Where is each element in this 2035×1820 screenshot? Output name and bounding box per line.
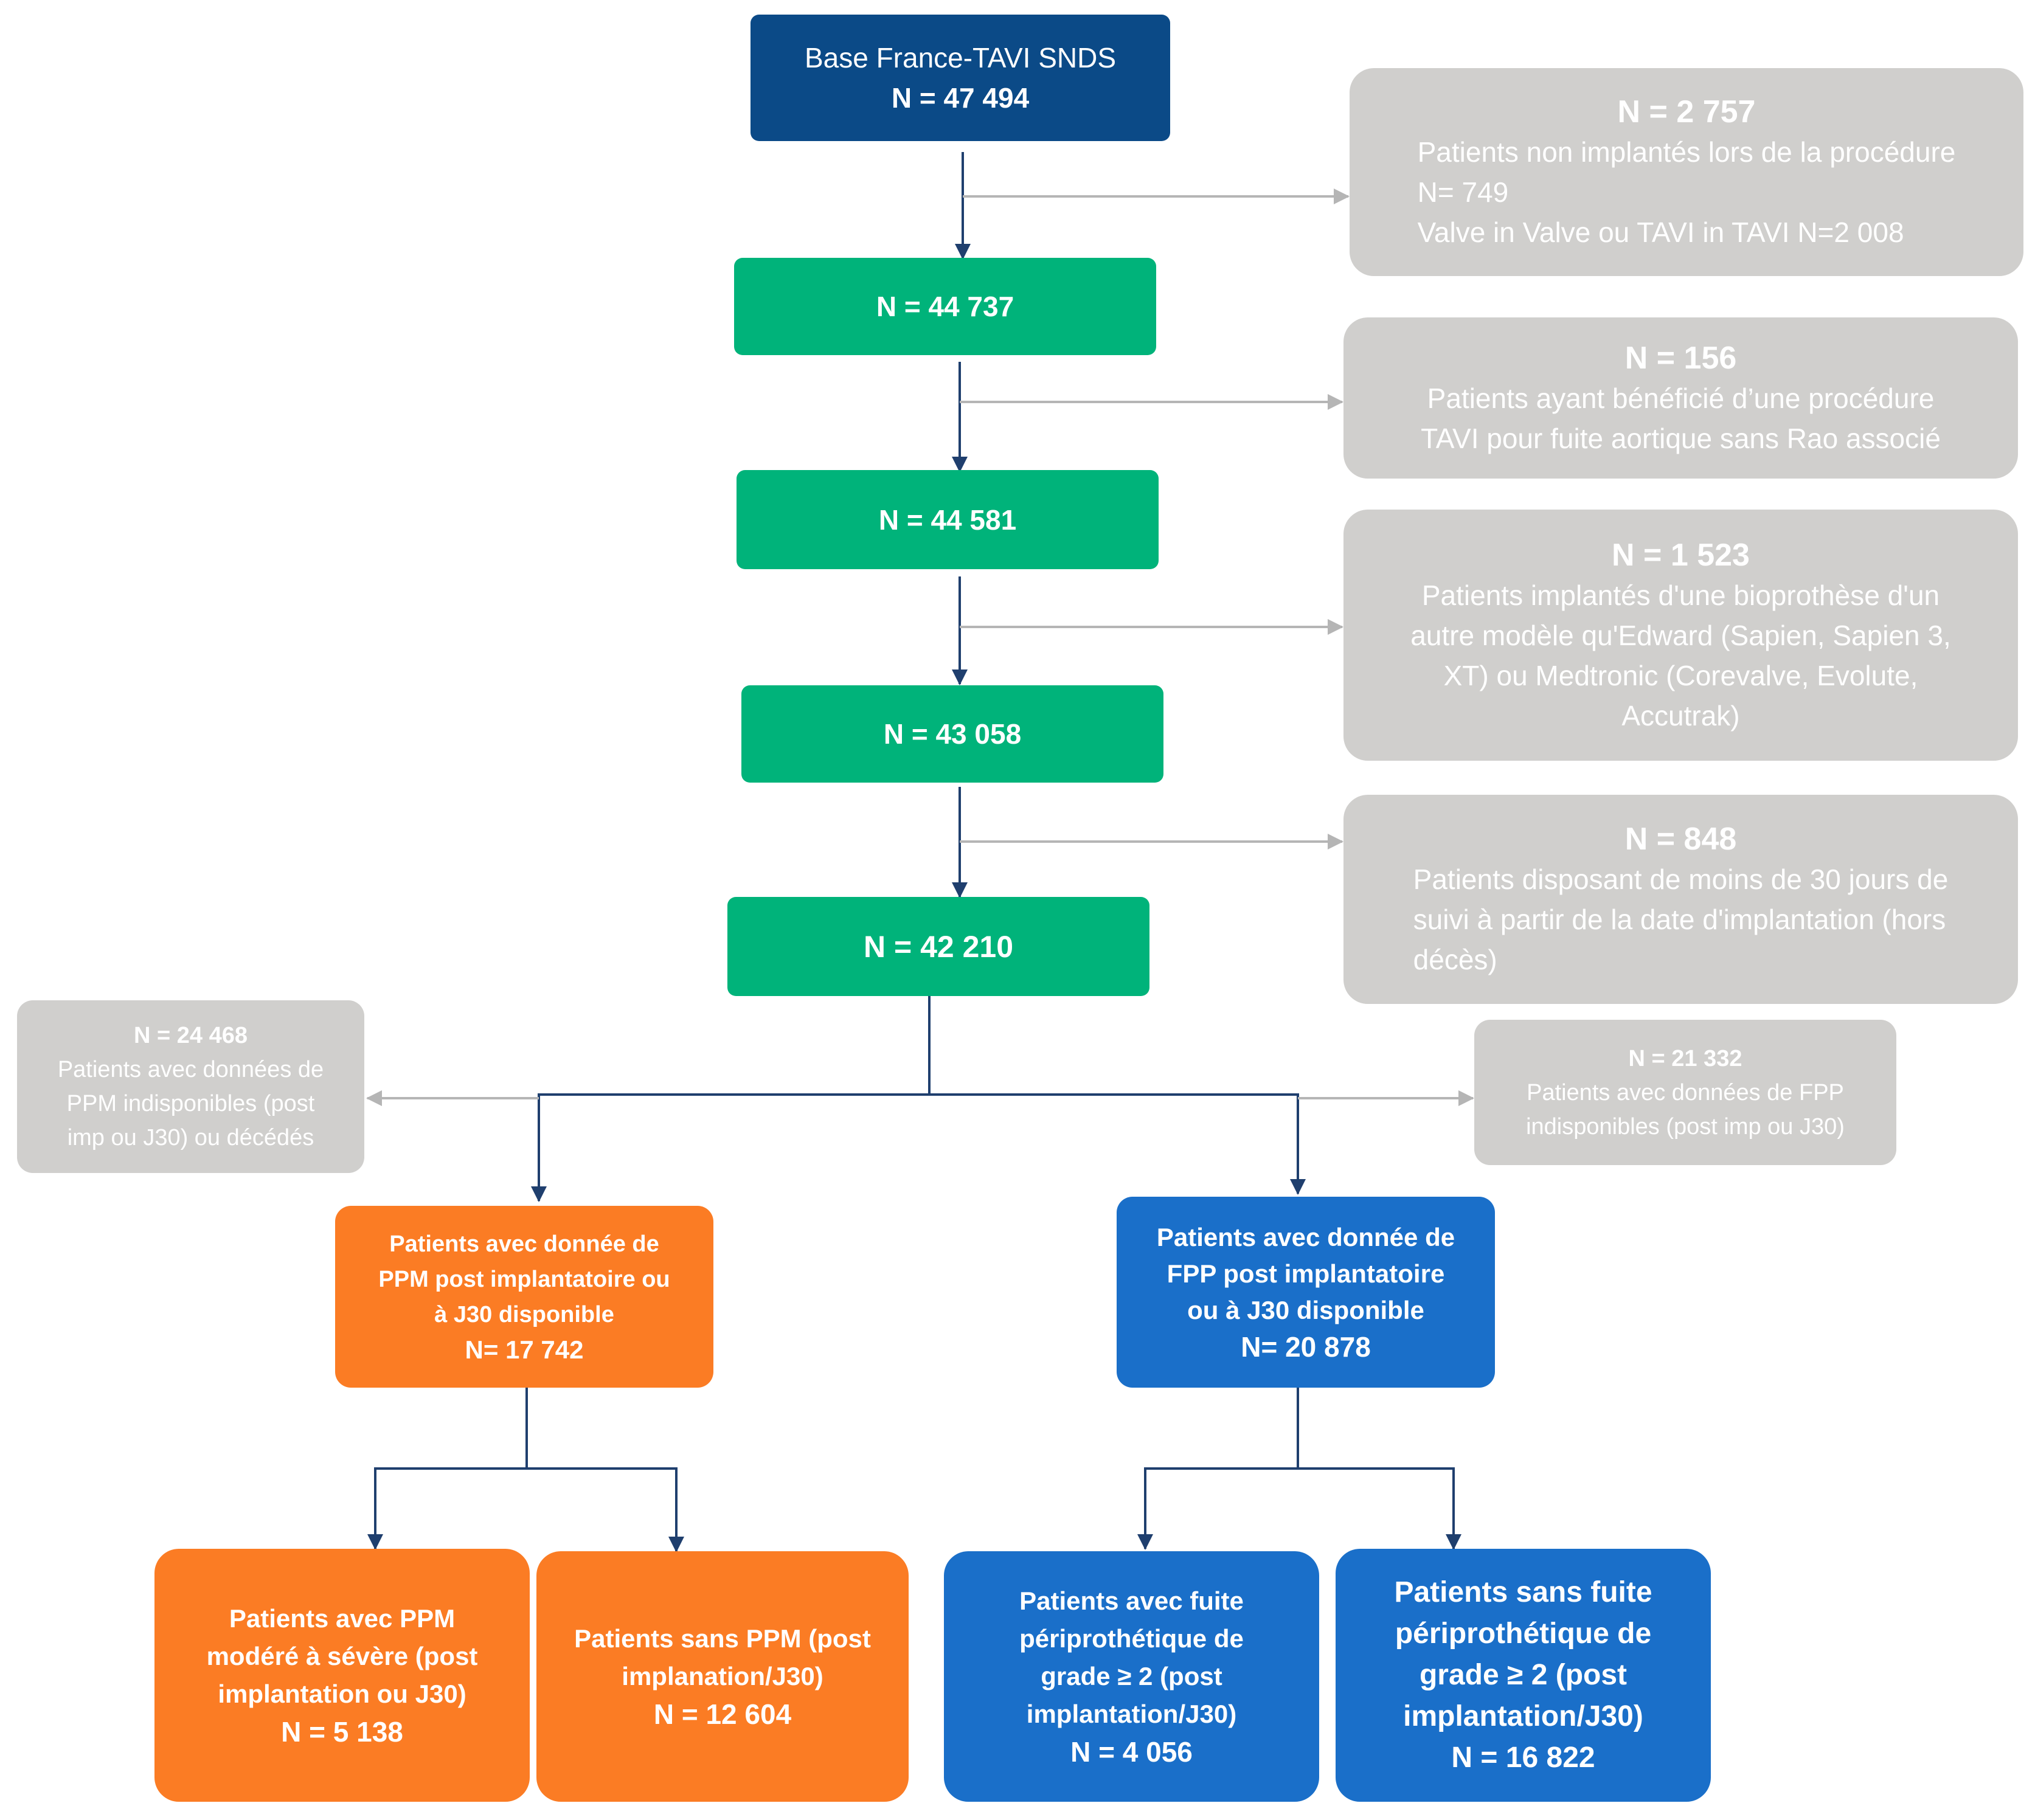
- outcome-fpp-yes-line-2: périprothétique de: [1019, 1624, 1244, 1653]
- branch-ppm: Patients avec donnée de PPM post implant…: [335, 1206, 713, 1388]
- outcome-fpp-no-line-4: implantation/J30): [1403, 1700, 1643, 1732]
- exclusion-count-2: N = 156: [1624, 340, 1737, 376]
- edge-fpp-yes: [1137, 1388, 1299, 1550]
- outcome-ppm-no-line-2: implanation/J30): [622, 1662, 823, 1690]
- exclusion-right-line-1: Patients avec données de FPP: [1527, 1079, 1844, 1105]
- outcome-ppm-no-count: N = 12 604: [653, 1698, 792, 1730]
- exclusion-text-4: Patients disposant de moins de 30 jours …: [1413, 859, 1949, 980]
- outcome-fpp-yes-count: N = 4 056: [1070, 1736, 1193, 1768]
- edge-n4-fpp: [929, 1093, 1306, 1195]
- outcome-ppm-yes-line-3: implantation ou J30): [218, 1680, 466, 1708]
- branch-fpp-line-3: ou à J30 disponible: [1187, 1296, 1424, 1324]
- step-node-2: N = 44 581: [737, 470, 1159, 569]
- exclusion-2-line-2: TAVI pour fuite aortique sans Rao associ…: [1421, 422, 1941, 454]
- branch-fpp: Patients avec donnée de FPP post implant…: [1117, 1197, 1495, 1388]
- branch-ppm-line-1: Patients avec donnée de: [389, 1231, 659, 1257]
- branch-fpp-line-1: Patients avec donnée de: [1156, 1223, 1455, 1251]
- step-count-2: N = 44 581: [878, 503, 1017, 536]
- edge-fpp-no: [1298, 1467, 1461, 1550]
- outcome-ppm-yes: Patients avec PPM modéré à sévère (post …: [154, 1549, 530, 1802]
- exclusion-4-line-3: décès): [1413, 944, 1497, 975]
- exclusion-count-right: N = 21 332: [1628, 1045, 1742, 1071]
- branch-fpp-count: N= 20 878: [1241, 1331, 1371, 1363]
- step-node-4: N = 42 210: [727, 897, 1149, 996]
- exclusion-box-1: N = 2 757 Patients non implantés lors de…: [1350, 68, 2023, 276]
- root-title: Base France-TAVI SNDS: [804, 42, 1117, 74]
- outcome-fpp-yes-line-4: implantation/J30): [1026, 1700, 1237, 1728]
- branch-ppm-line-3: à J30 disponible: [434, 1301, 614, 1327]
- step-node-1: N = 44 737: [734, 258, 1156, 355]
- outcome-ppm-yes-line-1: Patients avec PPM: [229, 1604, 456, 1633]
- exclusion-3-line-1: Patients implantés d'une bioprothèse d'u…: [1421, 579, 1940, 611]
- outcome-fpp-no-count: N = 16 822: [1451, 1742, 1595, 1774]
- exclusion-count-left: N = 24 468: [134, 1023, 248, 1048]
- exclusion-box-left: N = 24 468 Patients avec données de PPM …: [17, 1000, 364, 1173]
- outcome-fpp-yes: Patients avec fuite périprothétique de g…: [944, 1551, 1319, 1802]
- branch-ppm-count: N= 17 742: [465, 1335, 584, 1364]
- outcome-fpp-no-line-1: Patients sans fuite: [1394, 1576, 1652, 1608]
- exclusion-count-4: N = 848: [1624, 822, 1737, 857]
- branch-fpp-line-2: FPP post implantatoire: [1167, 1259, 1445, 1288]
- edge-ppm-yes: [367, 1388, 528, 1550]
- exclusion-4-line-1: Patients disposant de moins de 30 jours …: [1413, 863, 1949, 895]
- step-node-3: N = 43 058: [741, 685, 1163, 783]
- root-count: N = 47 494: [891, 82, 1030, 114]
- exclusion-4-line-2: suivi à partir de la date d'implantation…: [1413, 904, 1946, 935]
- exclusion-box-right: N = 21 332 Patients avec données de FPP …: [1474, 1020, 1896, 1165]
- exclusion-left-line-2: PPM indisponibles (post: [66, 1091, 315, 1116]
- exclusion-3-line-4: Accutrak): [1621, 699, 1740, 732]
- outcome-fpp-no-line-2: périprothétique de: [1395, 1618, 1652, 1650]
- branch-ppm-line-2: PPM post implantatoire ou: [378, 1266, 670, 1292]
- outcome-fpp-yes-line-3: grade ≥ 2 (post: [1041, 1662, 1222, 1690]
- outcome-fpp-yes-line-1: Patients avec fuite: [1019, 1586, 1244, 1615]
- exclusion-right-line-2: indisponibles (post imp ou J30): [1526, 1113, 1845, 1140]
- exclusion-1-line-1: Patients non implantés lors de la procéd…: [1417, 136, 1956, 168]
- root-node: Base France-TAVI SNDS N = 47 494: [751, 15, 1170, 141]
- exclusion-count-1: N = 2 757: [1617, 94, 1756, 130]
- outcome-ppm-yes-count: N = 5 138: [281, 1716, 403, 1748]
- step-count-4: N = 42 210: [863, 929, 1014, 964]
- exclusion-1-line-3: Valve in Valve ou TAVI in TAVI N=2 008: [1417, 216, 1904, 248]
- exclusion-box-4: N = 848 Patients disposant de moins de 3…: [1343, 795, 2018, 1004]
- exclusion-3-line-3: XT) ou Medtronic (Corevalve, Evolute,: [1443, 659, 1918, 691]
- exclusion-left-line-3: imp ou J30) ou décédés: [67, 1125, 314, 1150]
- outcome-ppm-no: Patients sans PPM (post implanation/J30)…: [536, 1551, 909, 1802]
- exclusion-2-line-1: Patients ayant bénéficié d’une procédure: [1427, 382, 1935, 414]
- outcome-ppm-yes-line-2: modéré à sévère (post: [206, 1642, 478, 1670]
- step-count-3: N = 43 058: [883, 718, 1022, 750]
- outcome-fpp-no: Patients sans fuite périprothétique de g…: [1336, 1549, 1711, 1802]
- exclusion-box-2: N = 156 Patients ayant bénéficié d’une p…: [1343, 317, 2018, 479]
- exclusion-box-3: N = 1 523 Patients implantés d'une biopr…: [1343, 510, 2018, 761]
- edge-ppm-no: [527, 1467, 684, 1552]
- exclusion-count-3: N = 1 523: [1612, 537, 1750, 573]
- outcome-fpp-no-line-3: grade ≥ 2 (post: [1419, 1659, 1628, 1691]
- exclusion-1-line-2: N= 749: [1417, 176, 1509, 208]
- step-count-1: N = 44 737: [876, 291, 1014, 322]
- outcome-ppm-no-line-1: Patients sans PPM (post: [574, 1624, 871, 1653]
- exclusion-3-line-2: autre modèle qu'Edward (Sapien, Sapien 3…: [1410, 619, 1951, 651]
- edge-n4-split: [531, 996, 931, 1202]
- exclusion-left-line-1: Patients avec données de: [57, 1057, 324, 1082]
- exclusion-text-1: Patients non implantés lors de la procéd…: [1418, 132, 1956, 252]
